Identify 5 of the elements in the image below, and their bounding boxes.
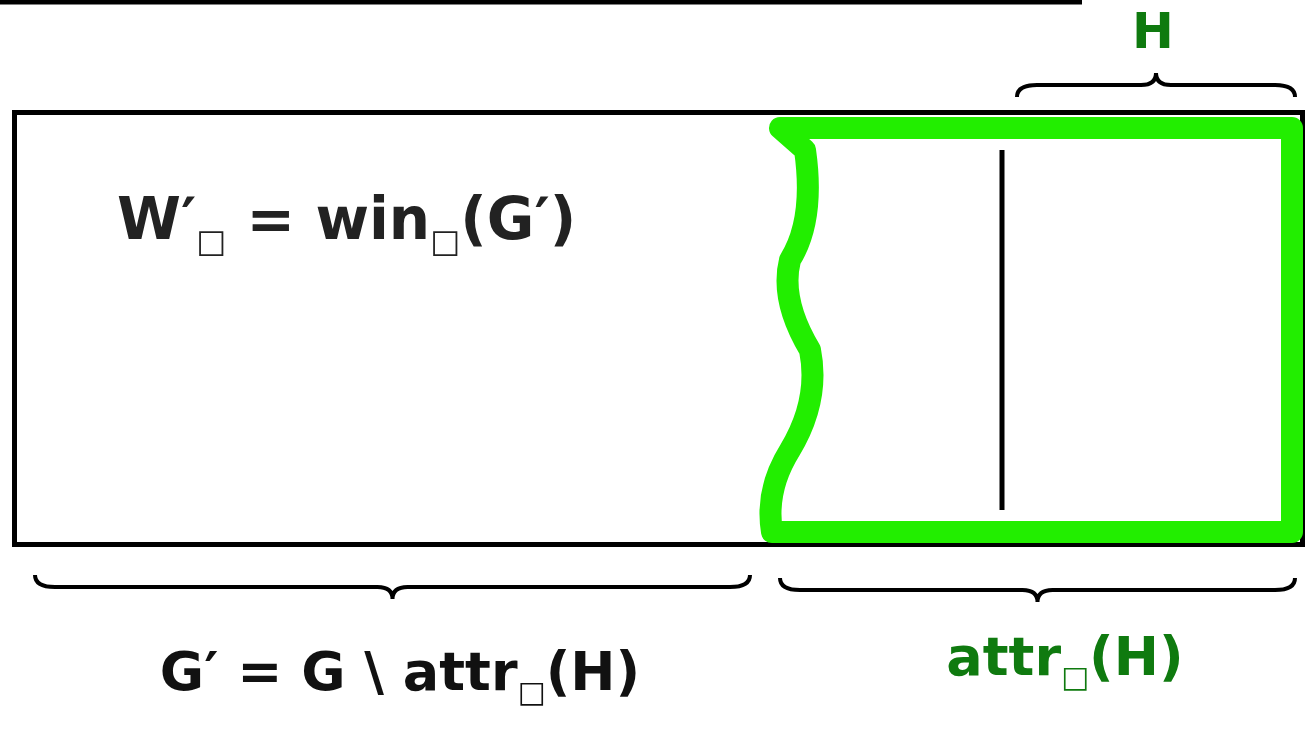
math-label: H xyxy=(1131,2,1175,60)
math-label: attr$_{□}$(H) xyxy=(945,625,1185,694)
formula: W′$_{□}$ = win$_{□}$(G′) xyxy=(117,185,577,260)
arena-box xyxy=(12,110,1305,547)
math-label: G′ = G \ attr$_{□}$(H) xyxy=(158,640,642,709)
